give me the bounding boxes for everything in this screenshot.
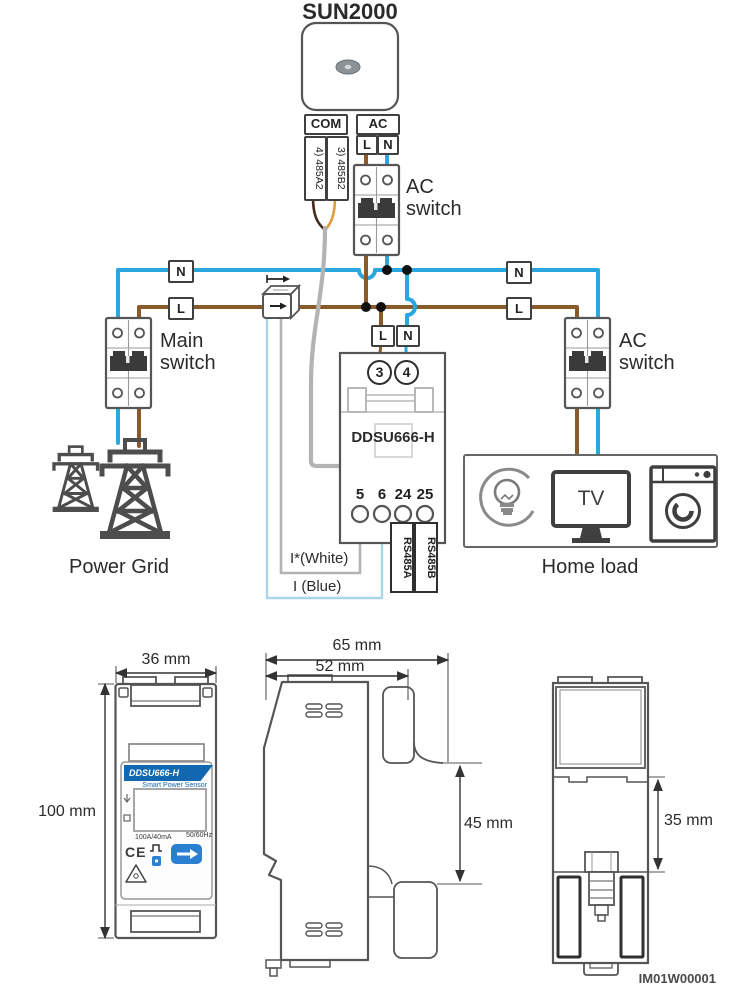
meter-terminal-4: 4 <box>394 360 419 385</box>
meter-input-n: N <box>396 325 420 347</box>
dim-back-rail: 35 mm <box>664 812 713 829</box>
inverter-icon <box>300 21 400 112</box>
terminal-5-label: 5 <box>355 486 365 503</box>
terminal-24-label: 24 <box>394 486 412 503</box>
meter-terminals <box>350 504 438 593</box>
terminal-25-label: 25 <box>416 486 434 503</box>
ac-switch-top-icon <box>352 163 401 257</box>
meter-input-l: L <box>371 325 395 347</box>
current-transformer-icon <box>260 275 302 321</box>
dim-side-total: 65 mm <box>332 637 382 654</box>
doc-id: IM01W00001 <box>638 971 716 986</box>
ce-mark: CE <box>125 844 147 860</box>
meter-face-model: DDSU666-H <box>124 765 213 781</box>
dim-front-width: 36 mm <box>141 651 191 668</box>
dim-side-rail: 45 mm <box>464 815 513 832</box>
com-pin-485a2: 4) 485A2 <box>304 136 327 201</box>
main-switch-icon <box>104 316 153 410</box>
tv-label: TV <box>577 487 605 510</box>
power-grid-label: Power Grid <box>68 556 170 578</box>
junction-dots <box>361 265 412 312</box>
meter-face-current: 100A/40mA <box>135 834 172 841</box>
rs485a-label: RS485A <box>401 536 413 579</box>
lightbulb-icon <box>479 467 535 527</box>
home-load-box <box>463 454 718 548</box>
home-load-label: Home load <box>541 556 639 578</box>
side-view <box>262 653 482 977</box>
meter-face-frequency: 50/60Hz <box>186 832 213 839</box>
meter-terminal-3: 3 <box>367 360 392 385</box>
rs485b-label: RS485B <box>425 536 437 579</box>
inverter-title: SUN2000 <box>302 0 398 24</box>
front-view <box>98 666 218 940</box>
ac-switch-right-icon <box>563 316 612 410</box>
back-view <box>551 676 665 976</box>
bus-right-l: L <box>506 297 532 320</box>
bus-left-l: L <box>168 297 194 320</box>
dim-front-height: 100 mm <box>38 803 96 820</box>
ac-switch-right-label: AC switch <box>619 330 675 375</box>
dim-side-body: 52 mm <box>315 658 365 675</box>
terminal-6-label: 6 <box>377 486 387 503</box>
com-port-label: COM <box>304 114 348 135</box>
ac-switch-top-label: AC switch <box>406 176 462 221</box>
ac-port-label: AC <box>356 114 400 135</box>
bus-right-n: N <box>506 261 532 284</box>
meter-model: DDSU666-H <box>351 429 435 446</box>
ac-port-l: L <box>356 135 378 155</box>
ct-blue-lead-label: I (Blue) <box>293 578 342 595</box>
tv-icon <box>551 470 631 543</box>
bus-left-n: N <box>168 260 194 283</box>
ct-white-lead-label: I*(White) <box>290 550 349 567</box>
ac-port-n: N <box>377 135 399 155</box>
com-pin-485b2: 3) 485B2 <box>326 136 349 201</box>
power-grid-icon <box>54 440 168 535</box>
washing-machine-icon <box>649 465 717 543</box>
meter-face-subtitle: Smart Power Sensor <box>142 782 207 789</box>
main-switch-label: Main switch <box>160 330 216 375</box>
